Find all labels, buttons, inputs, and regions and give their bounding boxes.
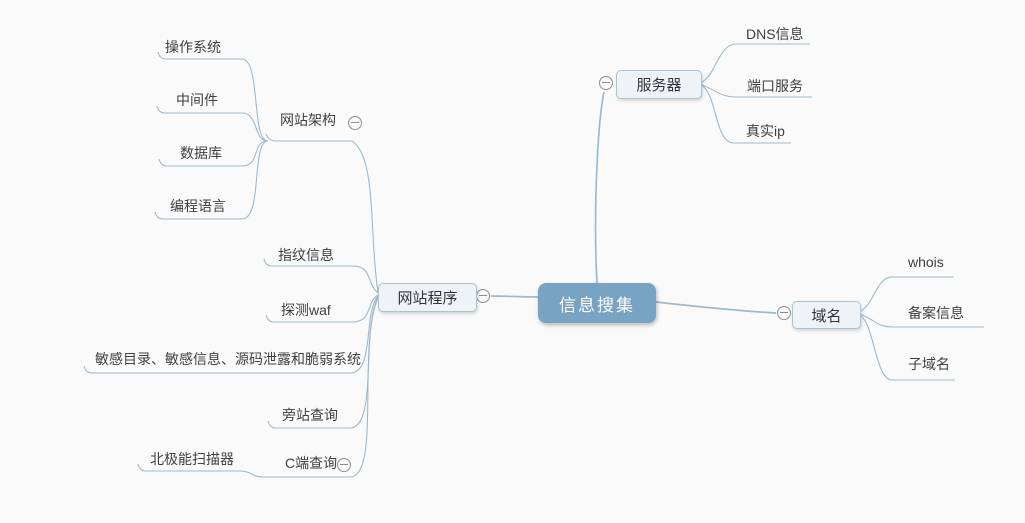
node-waf[interactable]: 探测waf bbox=[281, 302, 331, 318]
node-server[interactable]: 服务器 bbox=[616, 70, 702, 99]
edge-webapp-arch bbox=[265, 133, 379, 293]
collapse-icon-cquery[interactable] bbox=[337, 458, 351, 472]
edge-webapp-cquery bbox=[263, 297, 379, 478]
node-icp[interactable]: 备案信息 bbox=[908, 305, 964, 321]
edge-webapp-sensitive bbox=[83, 295, 379, 374]
edge-root-webapp bbox=[490, 295, 539, 298]
node-realip[interactable]: 真实ip bbox=[746, 123, 785, 139]
edge-webapp-fingerprint bbox=[263, 258, 379, 294]
node-domain-label: 域名 bbox=[811, 307, 842, 325]
node-arch[interactable]: 网站架构 bbox=[280, 112, 336, 128]
collapse-icon-server[interactable] bbox=[599, 76, 613, 90]
node-fingerprint[interactable]: 指纹信息 bbox=[278, 247, 334, 263]
node-webapp[interactable]: 网站程序 bbox=[378, 283, 477, 312]
node-port[interactable]: 端口服务 bbox=[747, 78, 803, 94]
edge-arch-database bbox=[158, 140, 269, 167]
edge-arch-middleware bbox=[156, 105, 269, 142]
node-root[interactable]: 信息搜集 bbox=[538, 283, 656, 323]
edge-webapp-waf bbox=[265, 294, 379, 323]
node-language[interactable]: 编程语言 bbox=[170, 198, 226, 214]
edge-domain-subdomain bbox=[858, 314, 955, 381]
edge-server-dns bbox=[699, 43, 810, 84]
node-webapp-label: 网站程序 bbox=[397, 290, 458, 307]
edge-arch-os bbox=[157, 51, 269, 142]
node-database[interactable]: 数据库 bbox=[180, 145, 222, 161]
node-scanner[interactable]: 北极能扫描器 bbox=[150, 451, 234, 467]
node-middleware[interactable]: 中间件 bbox=[176, 92, 218, 108]
node-dns[interactable]: DNS信息 bbox=[746, 26, 804, 42]
collapse-icon-arch[interactable] bbox=[348, 116, 362, 130]
node-root-label: 信息搜集 bbox=[559, 295, 635, 315]
edge-arch-language bbox=[154, 140, 269, 220]
edge-root-domain bbox=[655, 301, 777, 314]
edge-domain-icp bbox=[858, 313, 984, 328]
node-whois[interactable]: whois bbox=[908, 254, 944, 270]
node-cquery[interactable]: C端查询 bbox=[285, 455, 338, 471]
node-sensitive[interactable]: 敏感目录、敏感信息、源码泄露和脆弱系统 bbox=[95, 351, 361, 367]
edge-server-port bbox=[699, 83, 812, 98]
edge-root-server bbox=[594, 91, 605, 284]
edge-cquery-scanner bbox=[137, 463, 264, 478]
node-subdomain[interactable]: 子域名 bbox=[908, 356, 950, 372]
collapse-icon-webapp[interactable] bbox=[476, 289, 490, 303]
node-server-label: 服务器 bbox=[636, 77, 682, 94]
node-domain[interactable]: 域名 bbox=[792, 301, 861, 329]
edge-server-realip bbox=[699, 83, 791, 144]
edge-domain-whois bbox=[858, 276, 954, 313]
node-os[interactable]: 操作系统 bbox=[165, 39, 221, 55]
node-sidesite[interactable]: 旁站查询 bbox=[282, 407, 338, 423]
collapse-icon-domain[interactable] bbox=[777, 306, 791, 320]
